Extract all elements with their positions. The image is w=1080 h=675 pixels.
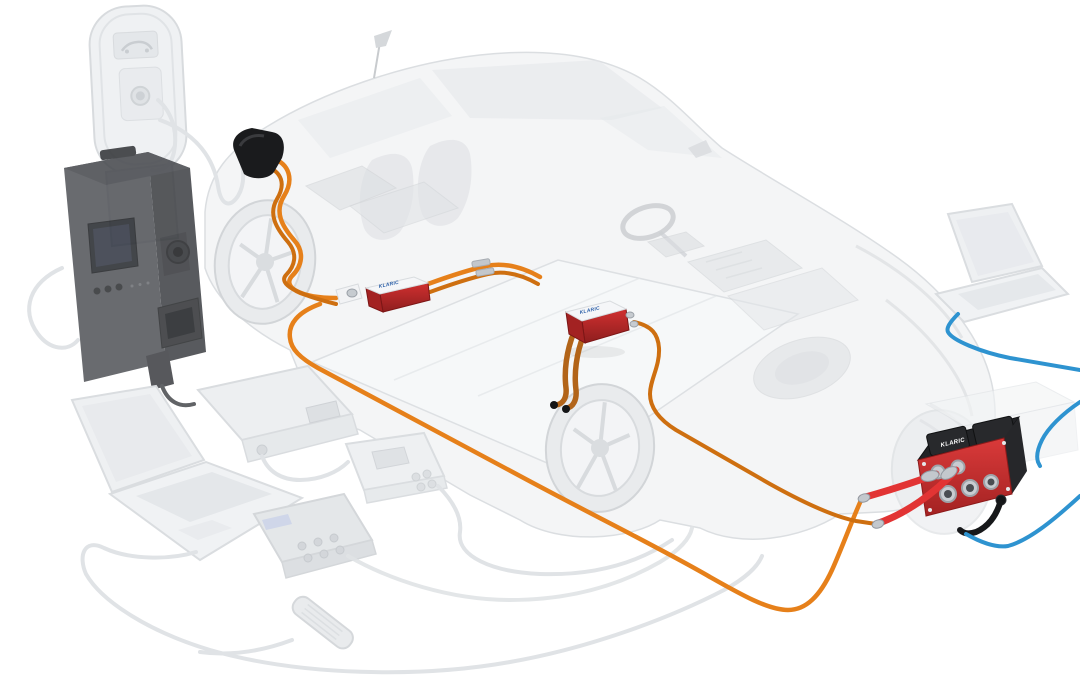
inline-connector — [475, 267, 495, 277]
windshield — [600, 106, 722, 158]
busbar-cap — [550, 401, 558, 409]
interface-display — [371, 446, 410, 470]
analyzer-button — [115, 283, 123, 291]
cable-crimp — [871, 519, 885, 529]
module1-brand-label: KLARIC — [378, 280, 400, 290]
logger-screw — [1002, 441, 1006, 445]
logger-screw — [928, 508, 932, 512]
bench-instrument — [196, 364, 359, 463]
front-wheel — [544, 383, 656, 513]
ghost-ev-car — [204, 30, 996, 540]
breakout-connector — [335, 545, 345, 555]
steering-wheel — [620, 203, 676, 241]
breakout-label — [262, 514, 292, 530]
interface-connector — [427, 479, 437, 489]
probe-wand — [291, 595, 354, 650]
breakout-connector — [297, 541, 307, 551]
ghost-cable-psu-interface — [260, 454, 350, 482]
inverter-box — [686, 239, 804, 293]
ev-charging-station — [88, 4, 188, 176]
rear-wheel — [213, 199, 317, 325]
module2-busbar-2 — [564, 331, 587, 411]
hood-line — [855, 244, 964, 339]
busbar-cap — [562, 405, 570, 413]
logger-black-pigtail — [957, 500, 1003, 537]
cable-crimp — [857, 493, 871, 503]
mirror — [688, 140, 712, 158]
antenna-icon — [373, 41, 381, 79]
ethernet-cable-laptop-right — [945, 312, 1080, 372]
hv-cable-module2-to-logger — [632, 320, 878, 526]
rear-unit-1 — [304, 165, 398, 211]
breakout-connector — [319, 549, 329, 559]
hv-cable-module1-right-a — [425, 262, 543, 287]
module2-label — [564, 300, 628, 322]
laptop-left-touchpad — [178, 520, 232, 540]
module2-brand-label: KLARIC — [579, 305, 601, 316]
charging-plug — [233, 128, 284, 179]
side-window — [298, 78, 452, 158]
analyzer-handle — [99, 145, 137, 161]
breakout-connector — [313, 537, 323, 547]
hv-breakout-module-1: KLARIC — [335, 276, 431, 313]
interface-connector — [416, 482, 426, 492]
logger-brand-label: KLARIC — [940, 437, 966, 449]
station-to-car-cable — [158, 118, 246, 206]
hv-breakout-module-2: KLARIC — [550, 300, 639, 413]
ghost-cable-laptop-loop — [80, 543, 764, 675]
module1-label — [364, 276, 430, 295]
psu-front — [241, 413, 359, 463]
ecu-box — [727, 267, 859, 331]
psu-connector — [256, 444, 268, 456]
laptop-right — [934, 202, 1070, 324]
engine-bay — [646, 231, 859, 400]
hv-cable-floor-loop — [287, 301, 865, 613]
ethernet-cable-edge-to-logger — [1035, 400, 1080, 468]
breakout-connector — [303, 553, 313, 563]
station-screen — [112, 30, 159, 60]
ethernet-cable-logger-loop — [964, 494, 1080, 549]
analyzer-bottom-stub — [146, 350, 174, 390]
hv-cable-plug-to-module1-b — [264, 164, 338, 306]
analyzer-bottom-cable — [160, 384, 196, 408]
inline-connector — [471, 258, 491, 268]
car-glyph-icon — [120, 40, 153, 52]
module2-shadow — [565, 346, 625, 358]
pigtail-connector — [940, 466, 958, 480]
ghost-cable-interface-out — [436, 484, 674, 577]
breakout-connector — [329, 533, 339, 543]
interface-connector — [411, 472, 421, 482]
interface-box — [344, 431, 448, 504]
portable-charging-analyzer — [64, 145, 206, 408]
module2-out-connector — [629, 320, 639, 328]
laptop-left — [70, 384, 305, 562]
analyzer-left-cable — [27, 266, 80, 350]
ghost-cable-breakout-loop — [346, 526, 694, 602]
analyzer-button — [93, 287, 101, 295]
pigtail-connector — [920, 470, 940, 482]
laptop-right-keyboard — [958, 274, 1056, 310]
analyzer-top — [64, 152, 190, 185]
logger-screw — [922, 462, 926, 466]
roof-glass — [432, 60, 662, 120]
interface-connector — [422, 469, 432, 479]
module2-busbar-1 — [553, 329, 577, 408]
analyzer-button — [104, 285, 112, 293]
breakout-box — [252, 492, 377, 579]
ghost-cable-wand — [198, 638, 294, 656]
small-box — [646, 231, 706, 258]
laptop-left-keyboard — [136, 472, 272, 522]
psu-display — [305, 400, 341, 424]
logger-screw — [1006, 487, 1010, 491]
rear-unit-2 — [348, 181, 460, 234]
module2-out-connector — [625, 311, 635, 319]
antenna-fin — [374, 30, 392, 48]
